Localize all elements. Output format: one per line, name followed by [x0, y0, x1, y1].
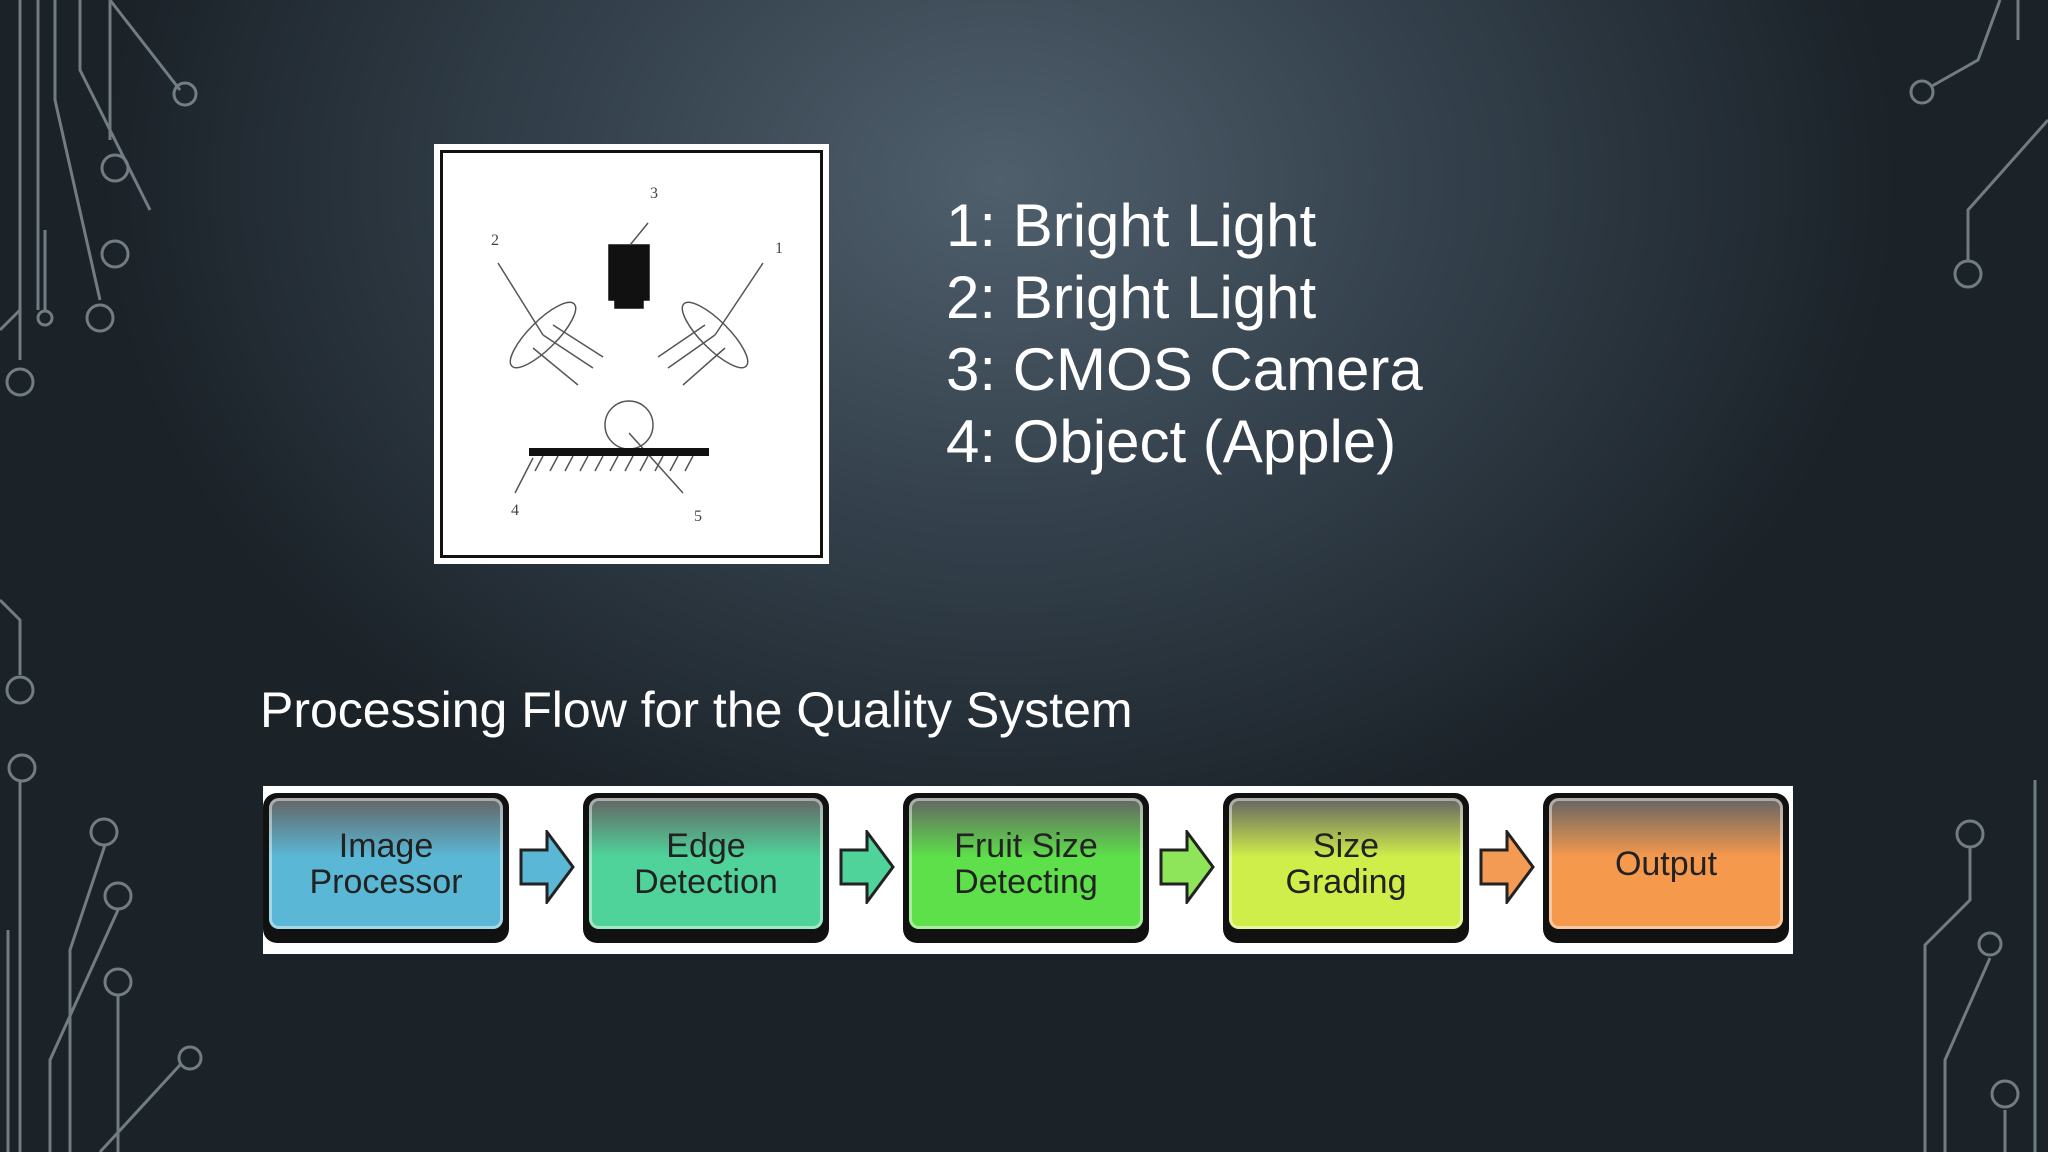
- step-label: Image Processor: [309, 826, 463, 901]
- camera-body: [608, 244, 650, 301]
- legend-item: 4: Object (Apple): [946, 408, 1397, 475]
- diagram-label-4: 4: [511, 502, 519, 519]
- lighting-setup-figure: 3 2 1 4 5: [434, 144, 829, 564]
- lighting-setup-diagram: 3 2 1 4 5: [491, 185, 783, 525]
- flow-arrow-icon: [839, 830, 895, 904]
- flow-arrow-icon: [1479, 830, 1535, 904]
- diagram-label-3: 3: [650, 185, 658, 202]
- step-label: Fruit Size Detecting: [954, 826, 1098, 901]
- flow-arrow-icon: [519, 830, 575, 904]
- platform: [529, 448, 709, 456]
- step-label: Output: [1614, 844, 1718, 883]
- diagram-label-5: 5: [694, 508, 702, 525]
- step-face: Size Grading: [1229, 798, 1463, 929]
- apple-object: [604, 400, 654, 450]
- component-legend: 1: Bright Light 2: Bright Light 3: CMOS …: [946, 190, 1423, 478]
- step-face: Fruit Size Detecting: [909, 798, 1143, 929]
- step-fruit-size-detecting: Fruit Size Detecting: [903, 793, 1149, 943]
- step-edge-detection: Edge Detection: [583, 793, 829, 943]
- diagram-label-1: 1: [775, 240, 783, 257]
- flow-title: Processing Flow for the Quality System: [260, 682, 1133, 738]
- processing-flow: Image Processor Edge Detection Fruit Siz…: [263, 786, 1793, 954]
- legend-item: 1: Bright Light: [946, 192, 1317, 259]
- step-face: Output: [1549, 798, 1783, 929]
- step-face: Edge Detection: [589, 798, 823, 929]
- step-label: Size Grading: [1285, 826, 1407, 901]
- legend-item: 2: Bright Light: [946, 264, 1317, 331]
- step-output: Output: [1543, 793, 1789, 943]
- legend-item: 3: CMOS Camera: [946, 336, 1423, 403]
- step-face: Image Processor: [269, 798, 503, 929]
- step-label: Edge Detection: [634, 826, 778, 901]
- flow-arrow-icon: [1159, 830, 1215, 904]
- step-size-grading: Size Grading: [1223, 793, 1469, 943]
- step-image-processor: Image Processor: [263, 793, 509, 943]
- diagram-label-2: 2: [491, 232, 499, 249]
- camera-lens: [614, 299, 644, 309]
